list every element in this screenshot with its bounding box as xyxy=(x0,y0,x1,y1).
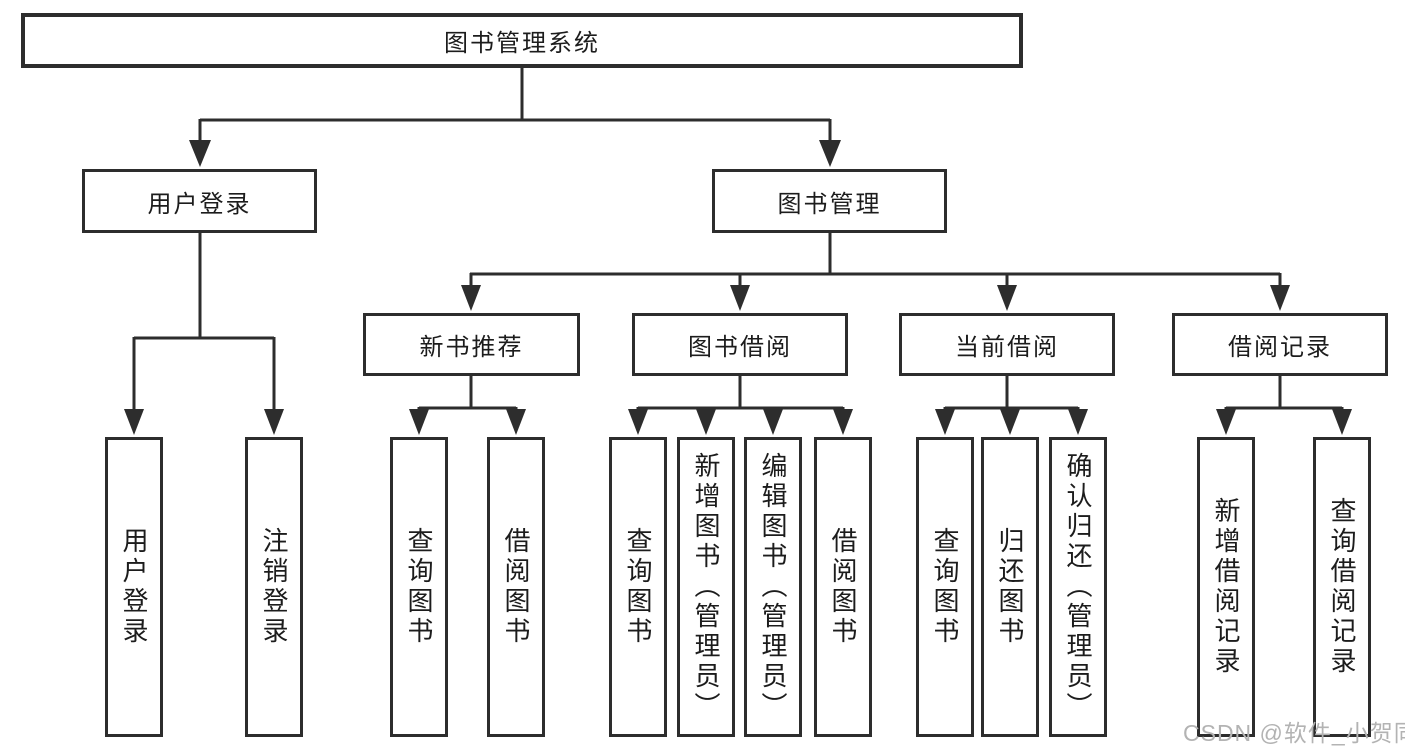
node-label: 借阅图书 xyxy=(501,527,531,647)
arrowhead xyxy=(819,140,841,167)
arrowhead xyxy=(124,409,144,435)
connector-root-to-level2 xyxy=(189,68,841,167)
leaf-confirm-return-admin: 确认归还（管理员） xyxy=(1049,437,1107,737)
node-new-book-recommend: 新书推荐 xyxy=(363,313,580,376)
node-root-library-system: 图书管理系统 xyxy=(21,13,1023,68)
node-label: 查询图书 xyxy=(930,527,960,647)
leaf-query-borrow-record: 查询借阅记录 xyxy=(1313,437,1371,737)
connector-borrow-records-branch xyxy=(1216,376,1352,435)
node-user-login: 用户登录 xyxy=(82,169,317,233)
leaf-query-books-current: 查询图书 xyxy=(916,437,974,737)
leaf-query-books-borrow: 查询图书 xyxy=(609,437,667,737)
node-label: 借阅记录 xyxy=(1228,334,1332,361)
arrowhead xyxy=(763,409,783,435)
arrowhead xyxy=(189,140,211,167)
node-label: 注销登录 xyxy=(259,527,289,647)
leaf-borrow-books-recommend: 借阅图书 xyxy=(487,437,545,737)
connector-user-login-branch xyxy=(124,233,284,435)
arrowhead xyxy=(461,285,481,311)
leaf-add-borrow-record: 新增借阅记录 xyxy=(1197,437,1255,737)
arrowhead xyxy=(730,285,750,311)
node-book-management: 图书管理 xyxy=(712,169,947,233)
node-label: 新增图书（管理员） xyxy=(691,452,721,722)
leaf-add-books-admin: 新增图书（管理员） xyxy=(677,437,735,737)
node-label: 新增借阅记录 xyxy=(1211,497,1241,677)
arrowhead xyxy=(997,285,1017,311)
connector-new-book-branch xyxy=(409,376,526,435)
csdn-watermark: CSDN @软件_小贺同学 xyxy=(1183,720,1405,746)
node-label: 图书管理 xyxy=(777,190,882,218)
arrowhead xyxy=(833,409,853,435)
arrowhead xyxy=(1000,409,1020,435)
node-label: 查询图书 xyxy=(404,527,434,647)
leaf-logout: 注销登录 xyxy=(245,437,303,737)
arrowhead xyxy=(506,409,526,435)
node-label: 图书借阅 xyxy=(688,334,792,361)
connector-book-management-branch xyxy=(461,233,1290,311)
leaf-borrow-books: 借阅图书 xyxy=(814,437,872,737)
arrowhead xyxy=(628,409,648,435)
leaf-edit-books-admin: 编辑图书（管理员） xyxy=(744,437,802,737)
leaf-user-login: 用户登录 xyxy=(105,437,163,737)
leaf-query-books-recommend: 查询图书 xyxy=(390,437,448,737)
arrowhead xyxy=(696,409,716,435)
node-label: 查询图书 xyxy=(623,527,653,647)
arrowhead xyxy=(1270,285,1290,311)
connector-current-borrow-branch xyxy=(935,376,1088,435)
arrowhead xyxy=(409,409,429,435)
connector-book-borrow-branch xyxy=(628,376,853,435)
node-current-borrow: 当前借阅 xyxy=(899,313,1115,376)
arrowhead xyxy=(264,409,284,435)
node-label: 借阅图书 xyxy=(828,527,858,647)
node-label: 用户登录 xyxy=(119,527,149,647)
node-label: 当前借阅 xyxy=(955,334,1059,361)
node-label: 图书管理系统 xyxy=(444,30,600,57)
arrowhead xyxy=(1068,409,1088,435)
arrowhead xyxy=(1216,409,1236,435)
node-label: 查询借阅记录 xyxy=(1327,497,1357,677)
node-label: 用户登录 xyxy=(147,190,252,218)
node-label: 新书推荐 xyxy=(419,334,524,361)
leaf-return-books: 归还图书 xyxy=(981,437,1039,737)
node-label: 编辑图书（管理员） xyxy=(758,452,788,722)
arrowhead xyxy=(1332,409,1352,435)
node-borrow-records: 借阅记录 xyxy=(1172,313,1388,376)
node-book-borrow: 图书借阅 xyxy=(632,313,848,376)
node-label: 确认归还（管理员） xyxy=(1063,452,1093,722)
node-label: 归还图书 xyxy=(995,527,1025,647)
arrowhead xyxy=(935,409,955,435)
